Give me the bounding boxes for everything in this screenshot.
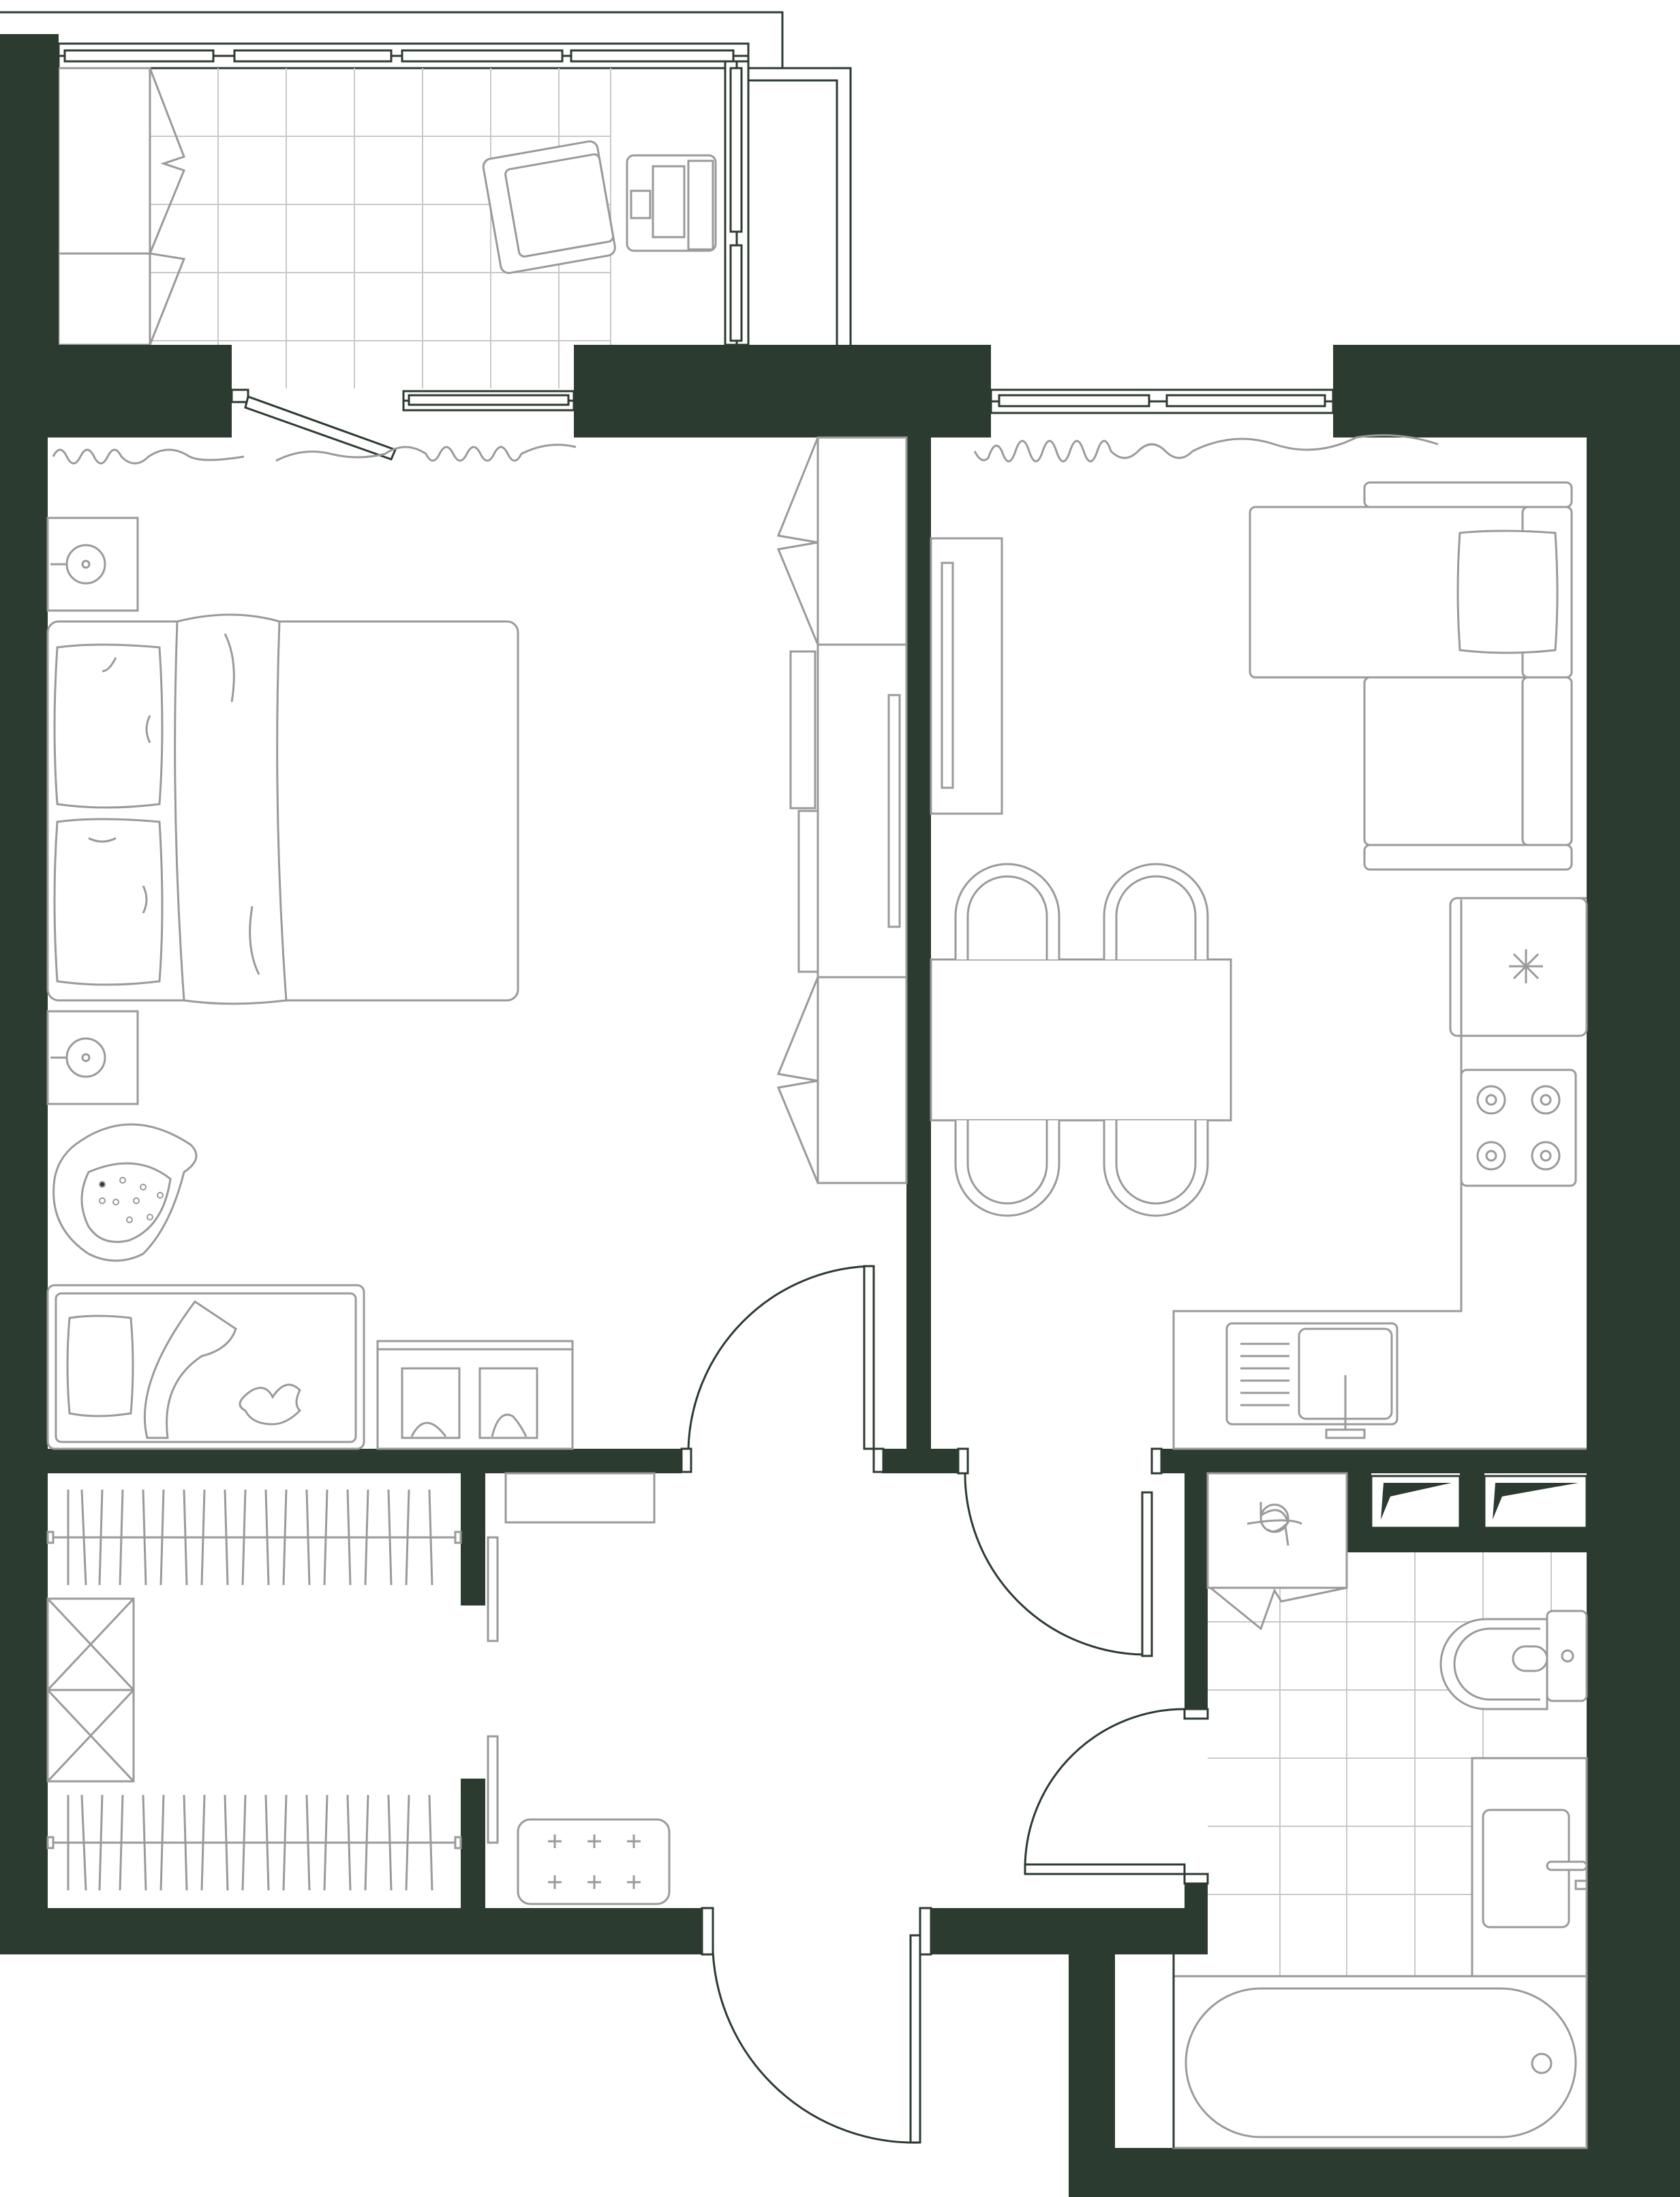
tv-cabinet (930, 537, 1003, 815)
dining-chairs (954, 863, 1209, 1217)
door-kitchen[interactable] (957, 1447, 1163, 1657)
door-bathroom[interactable] (1024, 1708, 1209, 1885)
round-armchair (52, 1123, 198, 1262)
bathroom-tile-grid (1208, 1552, 1587, 1976)
loggia-armchair (482, 140, 616, 275)
kitchen-curtain (973, 434, 1439, 463)
kitchen-window (990, 388, 1334, 414)
child-bed (46, 1284, 365, 1450)
bedroom-tv (887, 694, 901, 928)
loggia-side-frame (748, 67, 852, 345)
loggia-storage-cabinet (57, 67, 186, 346)
kitchen-living (930, 388, 1588, 1450)
corner-sofa (1249, 481, 1573, 871)
nightstand-bottom (46, 1010, 139, 1105)
bedroom-balcony-door[interactable] (230, 388, 575, 461)
bedroom (46, 388, 908, 1450)
bathroom (1172, 1472, 1588, 2149)
loggia-window-right (724, 60, 750, 346)
refrigerator (1449, 897, 1588, 1037)
washing-machine (1206, 1472, 1348, 1631)
hallway (487, 1472, 671, 1905)
storage-boxes (46, 1597, 135, 1783)
dresser (376, 1340, 574, 1450)
bathroom-vanity (1471, 1757, 1588, 1978)
bedroom-wardrobe (776, 436, 908, 1184)
loggia-desk (626, 154, 717, 252)
walls (0, 34, 1680, 2197)
kitchen-sink (1225, 1322, 1399, 1439)
hanging-rail-top (46, 1489, 462, 1586)
walk-in-closet (46, 1489, 462, 1891)
dining-table (930, 958, 1232, 1122)
toilet (1439, 1610, 1588, 1710)
cooktop (1460, 1069, 1577, 1187)
door-bedroom[interactable] (680, 1265, 885, 1473)
loggia-side-frame-inner (748, 79, 838, 345)
hanging-rail-bottom (46, 1794, 462, 1891)
loggia (0, 11, 852, 388)
bedroom-curtain (52, 444, 577, 465)
loggia-outline (0, 11, 784, 68)
bathtub (1172, 1975, 1588, 2149)
ventilation-shafts (1370, 1475, 1588, 1529)
loggia-window-top (57, 42, 750, 70)
hallway-shoe-shelf (504, 1472, 656, 1524)
sliding-wardrobe-door[interactable] (487, 1536, 499, 1844)
double-bed (46, 613, 519, 1005)
nightstand-top (46, 517, 139, 612)
entrance-door[interactable] (701, 1907, 932, 2144)
hallway-pouf (517, 1818, 671, 1905)
